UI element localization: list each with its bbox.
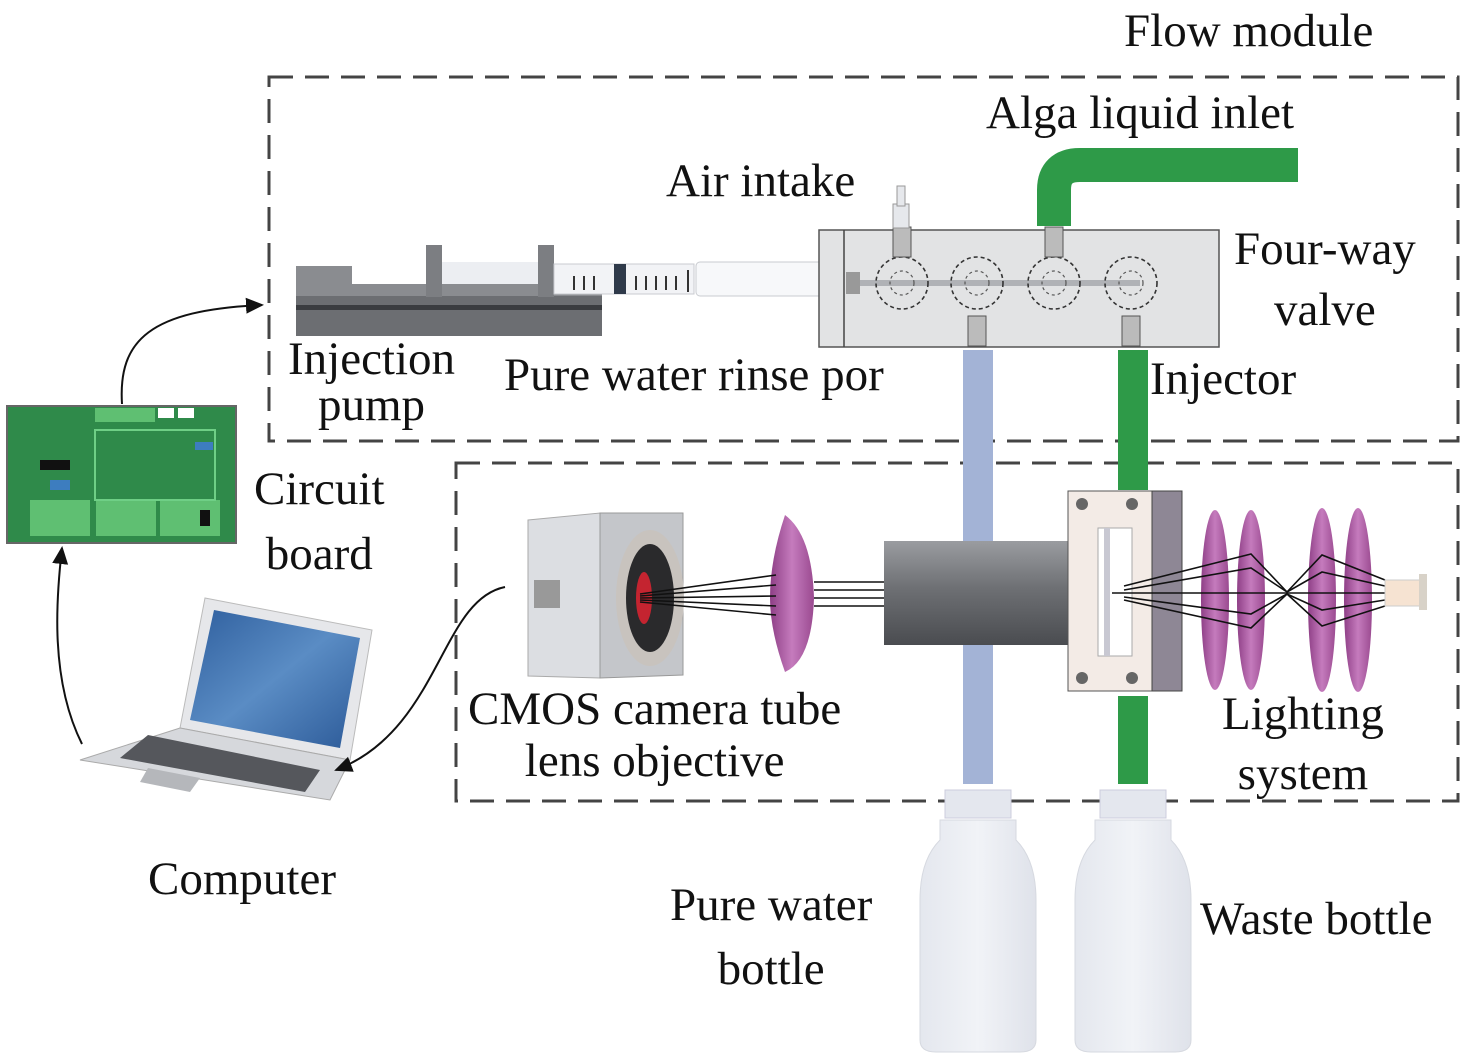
injector-label: Injector — [1150, 353, 1297, 405]
laptop-computer — [79, 597, 373, 801]
cmos-camera-label: CMOS camera tube lens objective — [468, 683, 842, 787]
injector-tube-upper — [1118, 350, 1148, 490]
four-way-valve-label: Four-way valve — [1234, 226, 1416, 334]
circuit-board-label: Circuit board — [254, 466, 385, 578]
pure-water-bottle-label-line1: Pure water — [670, 879, 873, 931]
syringe — [553, 261, 839, 297]
alga-inlet-tube — [1037, 148, 1298, 226]
computer-to-board-arrow — [52, 546, 83, 745]
light-source — [1384, 574, 1427, 610]
injection-pump — [296, 245, 602, 336]
camera-to-computer-arrow — [334, 586, 506, 772]
computer-label: Computer — [148, 853, 336, 905]
injector-tube-lower — [1118, 696, 1148, 784]
four-way-valve-label-line1: Four-way — [1234, 223, 1416, 275]
cmos-camera-label-line1: CMOS camera tube — [468, 683, 842, 735]
flow-module-border — [267, 75, 1460, 443]
injection-pump-label-line1: Injection — [288, 333, 456, 385]
alga-liquid-inlet-label: Alga liquid inlet — [986, 87, 1295, 139]
injection-pump-label-line2: pump — [318, 379, 426, 432]
lighting-system-label-line1: Lighting — [1222, 688, 1384, 740]
four-way-valve-label-line2: valve — [1274, 284, 1376, 336]
flow-module-label: Flow module — [1124, 5, 1374, 57]
lighting-system-label: Lighting system — [1222, 684, 1384, 804]
circuit-board-label-line1: Circuit — [254, 463, 385, 515]
four-way-valve — [818, 226, 1220, 348]
illumination-rays — [1112, 553, 1386, 629]
board-to-pump-arrow — [120, 297, 264, 405]
circuit-board-label-line2: board — [265, 528, 373, 580]
pure-water-rinse-port-label: Pure water rinse por — [504, 349, 884, 401]
lighting-system-label-line2: system — [1237, 748, 1369, 801]
air-intake-label: Air intake — [666, 155, 856, 207]
pure-water-bottle-label: Pure water bottle — [670, 874, 872, 1002]
waste-bottle-label: Waste bottle — [1200, 893, 1433, 945]
camera-rays — [639, 574, 884, 616]
circuit-board — [6, 405, 237, 544]
pure-water-bottle — [919, 789, 1037, 1053]
air-intake-nozzle — [892, 185, 910, 229]
waste-bottle — [1074, 789, 1192, 1053]
cmos-camera — [527, 512, 684, 679]
pure-water-bottle-label-line2: bottle — [717, 942, 825, 995]
cmos-camera-label-line2: lens objective — [524, 734, 785, 787]
tube-lens — [770, 515, 814, 672]
condenser-lenses — [1201, 508, 1372, 692]
injection-pump-label: Injection pump — [288, 333, 456, 432]
flow-cell — [1067, 490, 1183, 692]
